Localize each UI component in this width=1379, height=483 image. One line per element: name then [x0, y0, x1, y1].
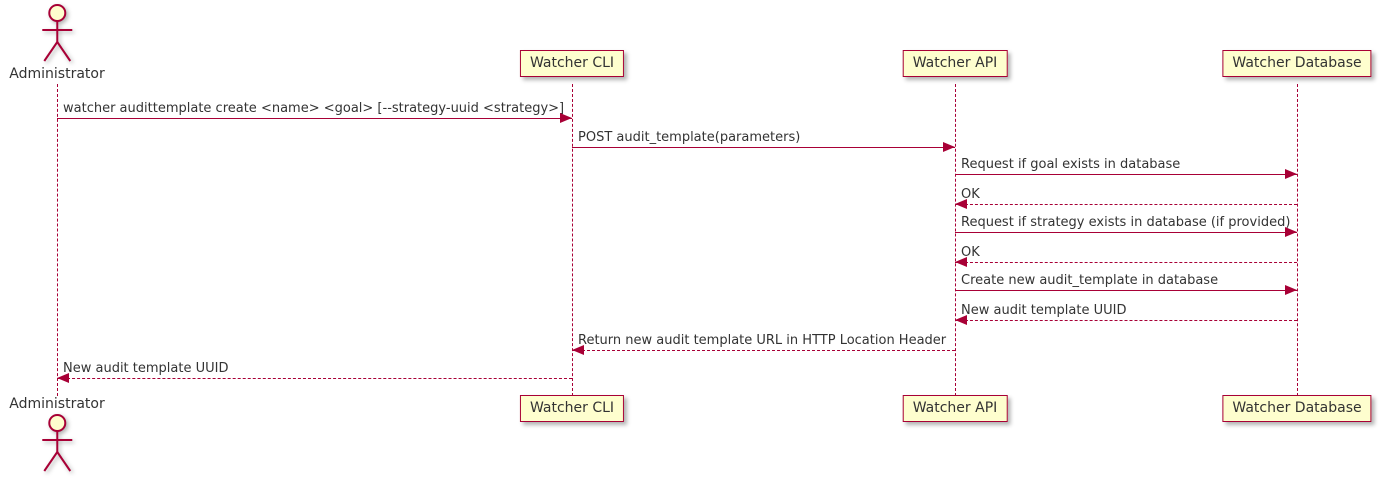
message-label: Request if strategy exists in database (… [961, 215, 1291, 230]
arrowhead-right-icon [1285, 227, 1297, 237]
lifeline-administrator [57, 84, 58, 396]
participant-label: Watcher CLI [529, 55, 615, 71]
message-label: Return new audit template URL in HTTP Lo… [578, 333, 947, 348]
message-line-dashed [955, 262, 1297, 263]
message-9: Return new audit template URL in HTTP Lo… [572, 331, 955, 355]
arrowhead-left-icon [572, 345, 584, 355]
message-line-solid [572, 147, 955, 148]
message-7: Create new audit_template in database [955, 271, 1297, 295]
participant-label: Watcher API [912, 400, 998, 416]
actor-label-administrator-bottom: Administrator [9, 396, 105, 412]
message-line-dashed [57, 378, 572, 379]
participant-watcher-database-top: Watcher Database [1222, 50, 1372, 77]
person-icon [42, 414, 72, 472]
message-4: OK [955, 185, 1297, 209]
arrowhead-right-icon [1285, 285, 1297, 295]
participant-watcher-cli-top: Watcher CLI [519, 50, 625, 77]
message-label: New audit template UUID [961, 303, 1127, 318]
actor-administrator-bottom: Administrator [9, 396, 105, 476]
message-6: OK [955, 243, 1297, 267]
message-line-solid [955, 174, 1297, 175]
message-label: OK [961, 245, 980, 260]
participant-watcher-database-bottom: Watcher Database [1222, 395, 1372, 422]
message-5: Request if strategy exists in database (… [955, 213, 1297, 237]
message-line-dashed [955, 320, 1297, 321]
participant-label: Watcher Database [1232, 400, 1362, 416]
actor-administrator-top: Administrator [9, 3, 105, 83]
arrowhead-left-icon [955, 257, 967, 267]
arrowhead-left-icon [955, 315, 967, 325]
message-label: Create new audit_template in database [961, 273, 1219, 288]
arrowhead-left-icon [955, 199, 967, 209]
message-8: New audit template UUID [955, 301, 1297, 325]
participant-watcher-api-top: Watcher API [902, 50, 1008, 77]
arrowhead-right-icon [1285, 169, 1297, 179]
arrowhead-right-icon [560, 113, 572, 123]
participant-label: Watcher CLI [529, 400, 615, 416]
participant-label: Watcher API [912, 55, 998, 71]
message-label: OK [961, 187, 980, 202]
person-icon [42, 4, 72, 62]
message-2: POST audit_template(parameters) [572, 128, 955, 152]
message-label: POST audit_template(parameters) [578, 130, 801, 145]
lifeline-watcher-database [1297, 84, 1298, 396]
message-line-solid [57, 118, 572, 119]
message-3: Request if goal exists in database [955, 155, 1297, 179]
participant-watcher-api-bottom: Watcher API [902, 395, 1008, 422]
message-line-dashed [572, 350, 955, 351]
message-label: Request if goal exists in database [961, 157, 1181, 172]
participant-label: Watcher Database [1232, 55, 1362, 71]
actor-label-administrator-top: Administrator [9, 66, 105, 82]
message-label: New audit template UUID [63, 361, 229, 376]
message-line-dashed [955, 204, 1297, 205]
message-label: watcher audittemplate create <name> <goa… [63, 101, 565, 116]
message-line-solid [955, 232, 1297, 233]
lifeline-watcher-api [955, 84, 956, 396]
message-line-solid [955, 290, 1297, 291]
arrowhead-left-icon [57, 373, 69, 383]
message-1: watcher audittemplate create <name> <goa… [57, 99, 572, 123]
lifeline-watcher-cli [572, 84, 573, 396]
participant-watcher-cli-bottom: Watcher CLI [519, 395, 625, 422]
message-10: New audit template UUID [57, 359, 572, 383]
arrowhead-right-icon [943, 142, 955, 152]
